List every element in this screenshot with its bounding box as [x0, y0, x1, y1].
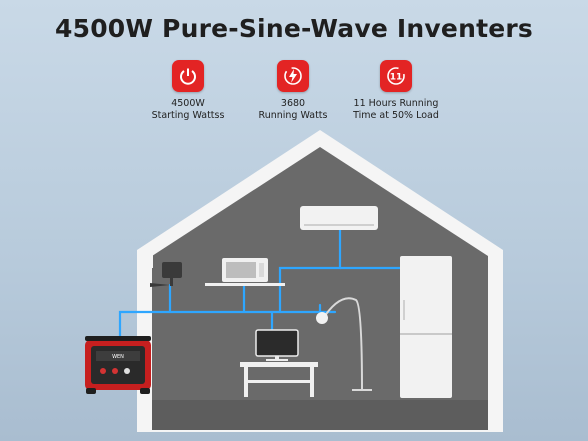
- feature-caption: Starting Wattss: [151, 110, 225, 121]
- power-icon: [172, 60, 204, 92]
- floor-lamp: [321, 297, 372, 391]
- page-title: 4500W Pure-Sine-Wave Inventers: [55, 14, 533, 43]
- lightning-bolt-icon: [277, 60, 309, 92]
- air-conditioner: [300, 206, 378, 230]
- runtime-clock-icon: 11: [380, 60, 412, 92]
- feature-runtime: 11 11 Hours Running Time at 50% Load: [331, 60, 461, 122]
- feature-running-watts: 3680 Running Watts: [228, 60, 358, 122]
- generator: [85, 336, 151, 394]
- wall-lamp: [150, 262, 182, 287]
- feature-caption: Time at 50% Load: [353, 110, 439, 121]
- generator-brand-label: WEN: [112, 354, 124, 360]
- feature-value: 3680: [280, 98, 306, 109]
- refrigerator: [400, 256, 452, 398]
- feature-caption: Running Watts: [258, 110, 328, 121]
- tv-set: [240, 329, 318, 397]
- feature-starting-watts: 4500W Starting Wattss: [123, 60, 253, 122]
- microwave: [205, 258, 285, 286]
- feature-value: 11 Hours Running: [353, 98, 439, 109]
- feature-value: 4500W: [171, 98, 205, 109]
- runtime-badge-text: 11: [390, 73, 403, 83]
